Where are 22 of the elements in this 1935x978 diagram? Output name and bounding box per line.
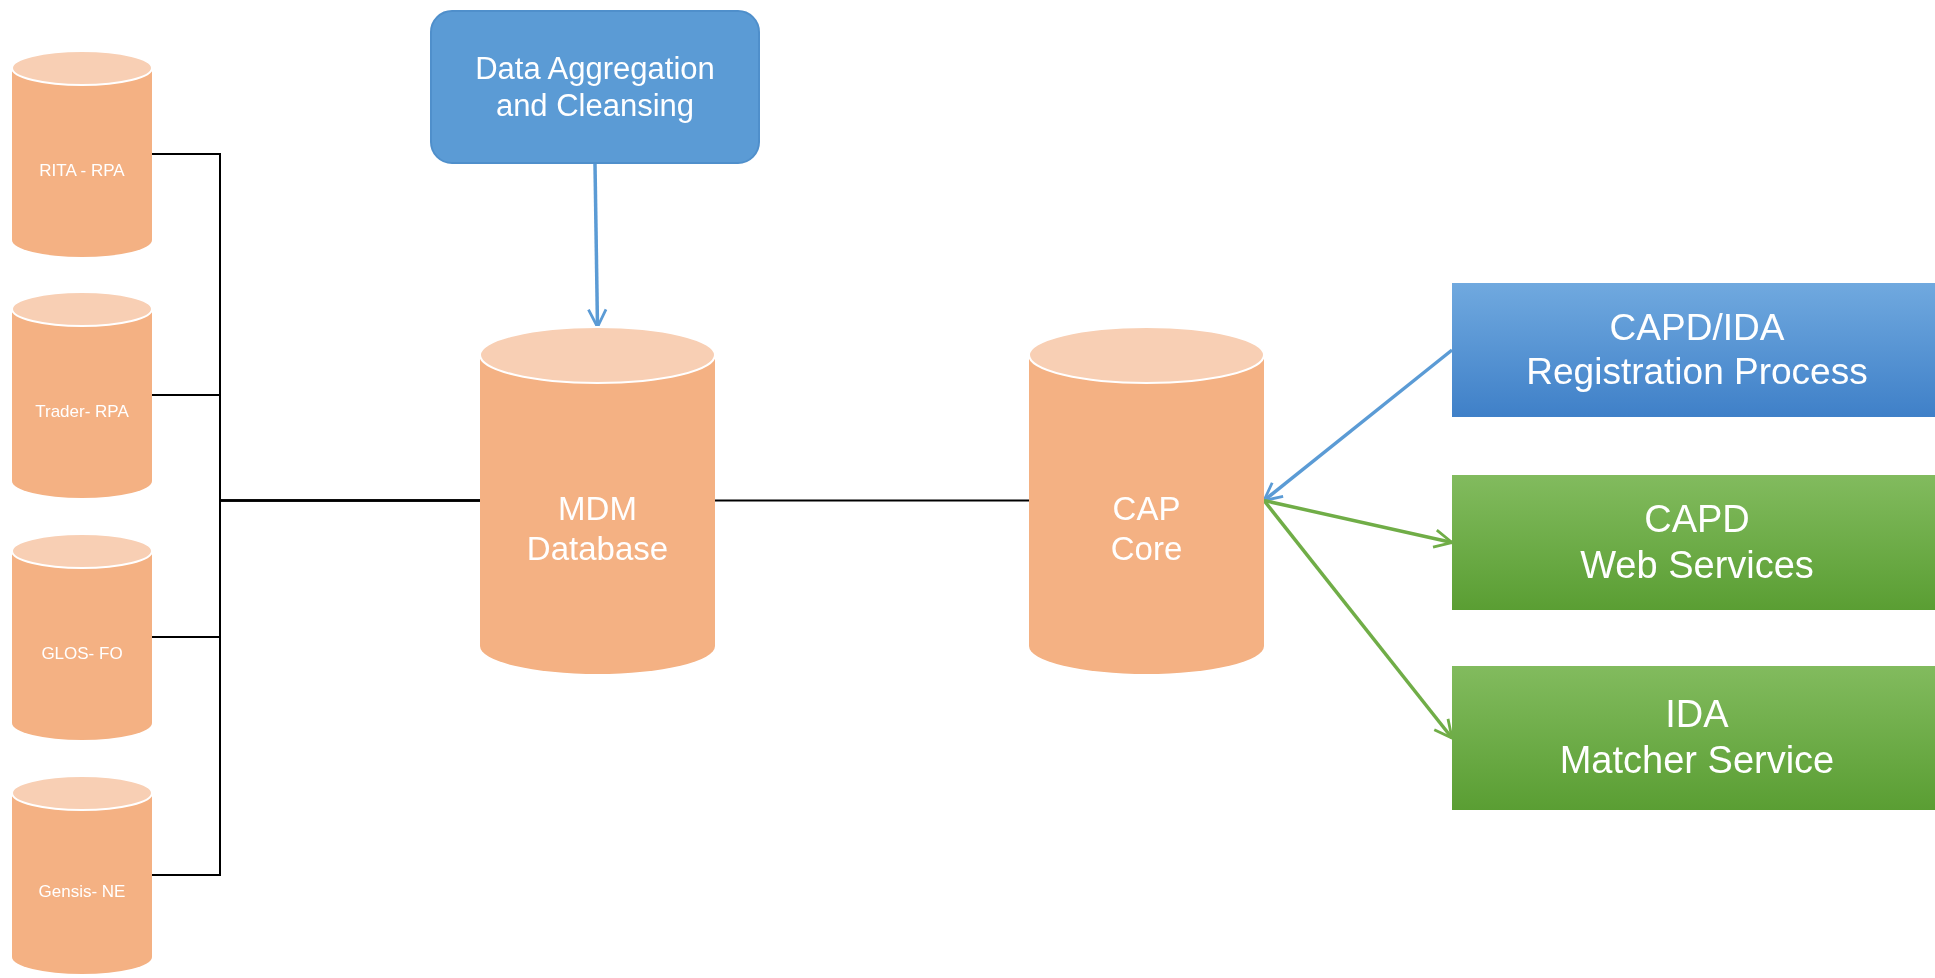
process-box [1452,283,1935,417]
node-label: CAPD [1644,496,1750,542]
node-label: Gensis- NE [38,881,126,903]
process-box [430,10,760,164]
node-label: Trader- RPA [35,401,129,423]
connector-line [714,499,1030,502]
connector-line [151,499,481,876]
arrow [1263,498,1454,549]
node-label: GLOS- FO [41,643,123,665]
node-label: IDA [1665,692,1729,738]
node-label: RITA - RPA [39,160,125,182]
node-label: CAP Core [1109,488,1184,569]
process-box [1452,666,1935,810]
node-label: Matcher Service [1559,738,1835,783]
process-box [1452,475,1935,610]
node-label: MDM Database [525,488,670,569]
node-label: Data Aggregation and Cleansing [474,49,716,125]
arrow [1262,348,1454,502]
arrow [587,163,608,329]
arrow [1262,499,1454,740]
node-label: Web Services [1580,542,1814,588]
node-label: CAPD/IDA Registration Process [1525,305,1869,394]
